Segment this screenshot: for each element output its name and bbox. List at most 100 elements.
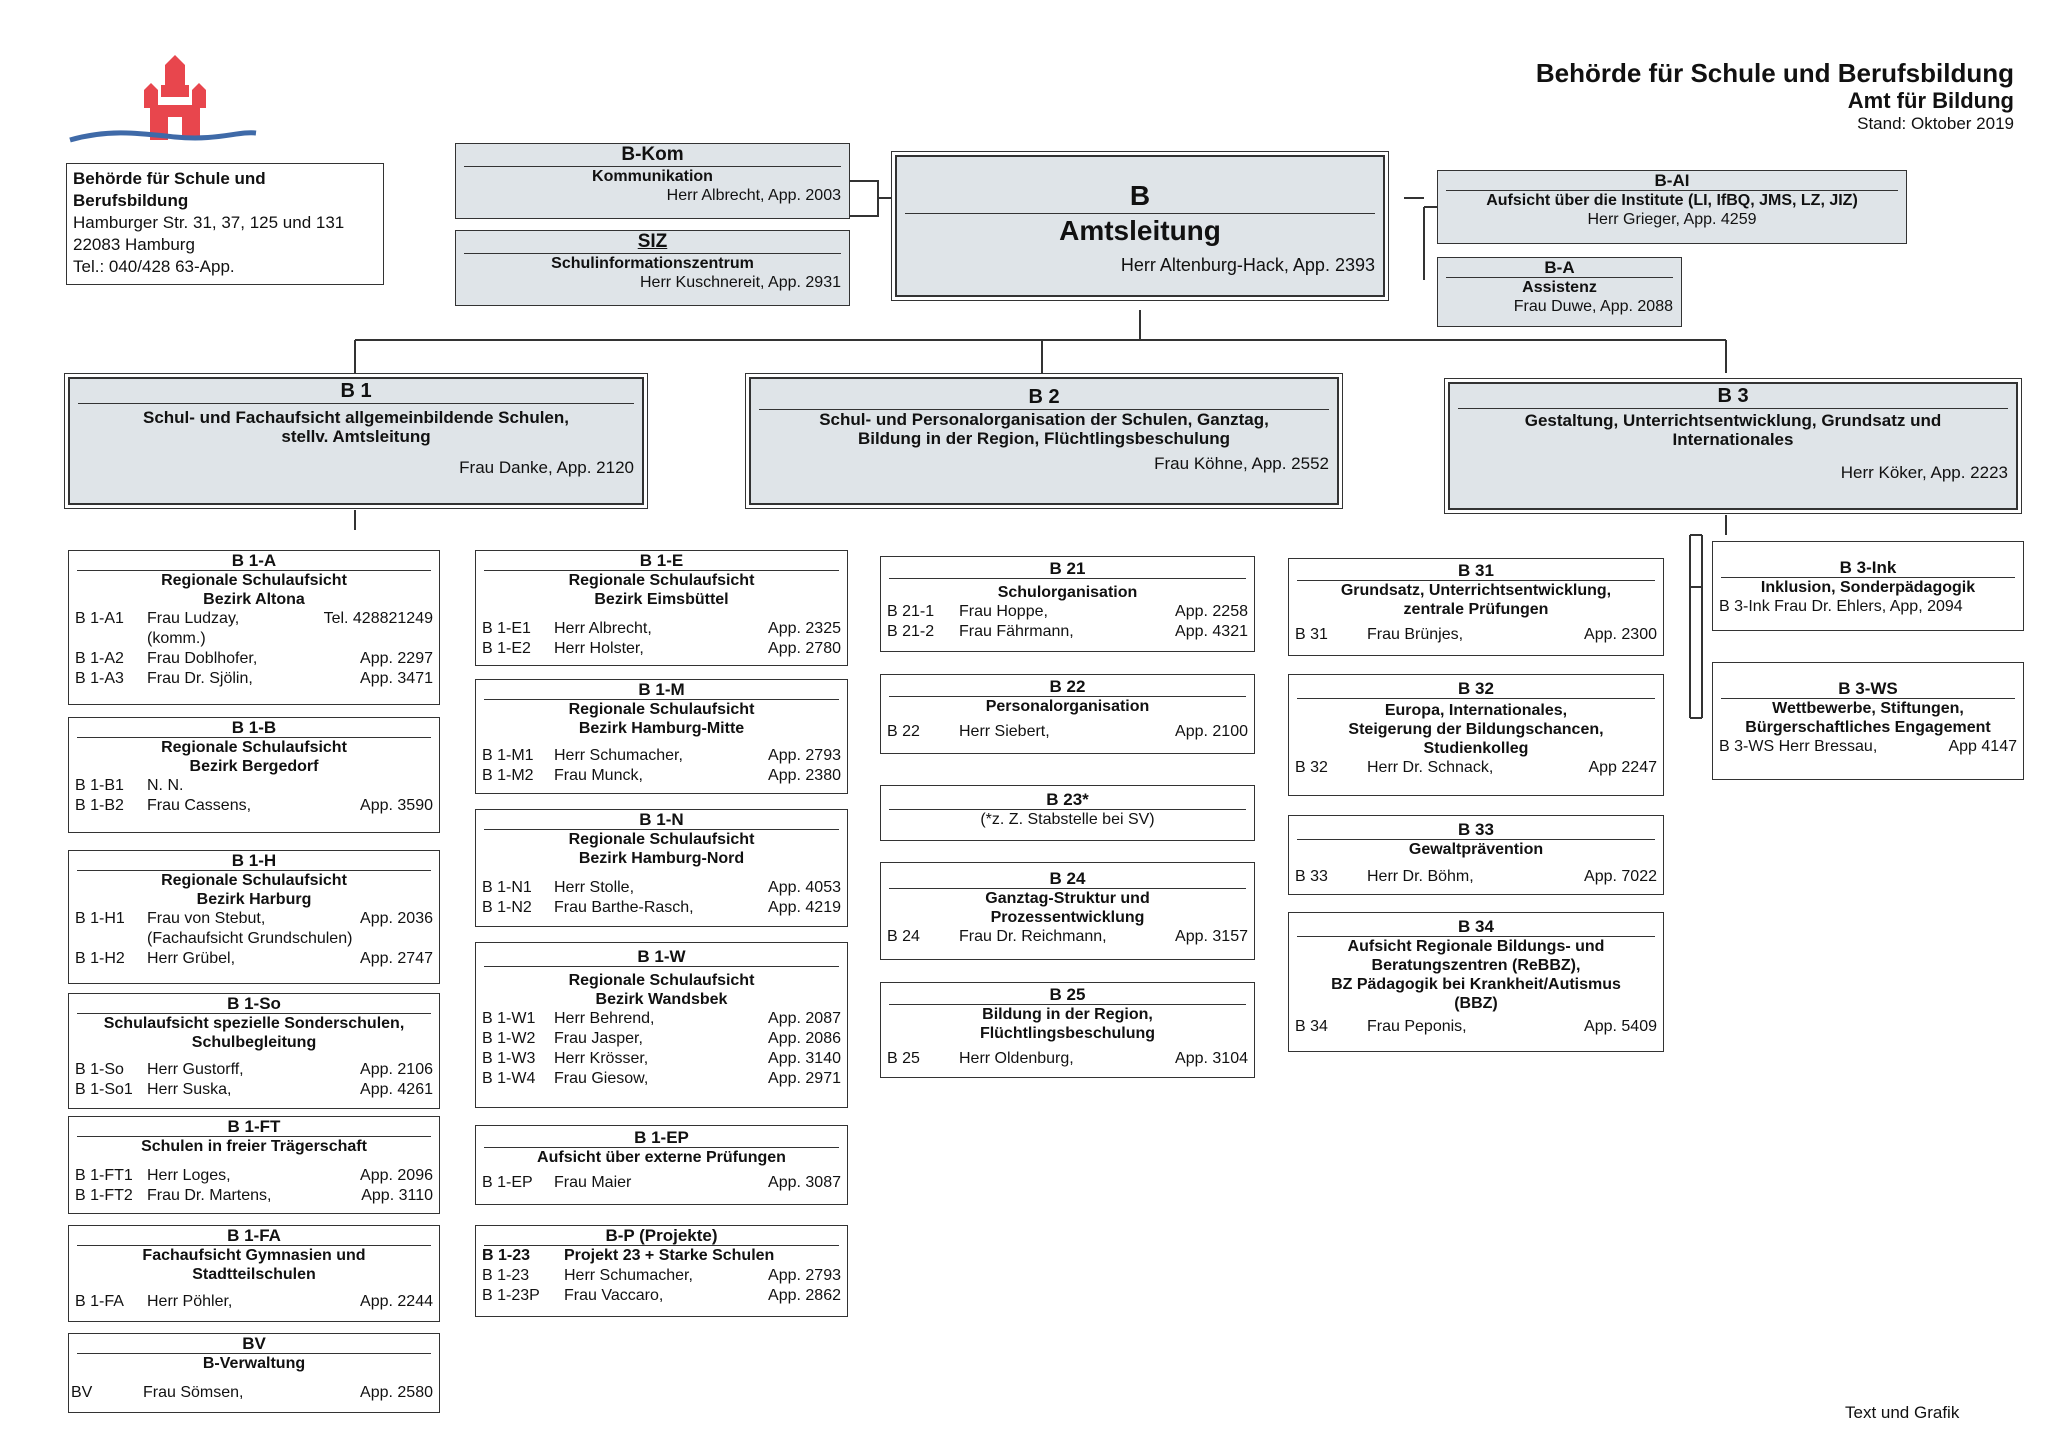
- unit-title: Assistenz: [1522, 279, 1597, 296]
- org-box-b1a: B 1-A Regionale Schulaufsicht Bezirk Alt…: [68, 550, 440, 705]
- unit-title: Bezirk Eimsbüttel: [594, 591, 729, 608]
- unit-title: Schul- und Personalorganisation der Schu…: [819, 410, 1269, 429]
- unit-title: Beratungszentren (ReBBZ),: [1371, 957, 1581, 974]
- org-box-b1ep: B 1-EP Aufsicht über externe Prüfungen B…: [475, 1125, 848, 1205]
- unit-person: Frau Danke, App. 2120: [459, 458, 634, 477]
- unit-title: Amtsleitung: [1059, 215, 1221, 246]
- org-box-b32: B 32 Europa, Internationales, Steigerung…: [1288, 674, 1664, 796]
- org-box-b1m: B 1-M Regionale Schulaufsicht Bezirk Ham…: [475, 679, 848, 794]
- unit-title: Stadtteilschulen: [192, 1266, 316, 1283]
- unit-title: Regionale Schulaufsicht: [568, 831, 755, 848]
- unit-title: Inklusion, Sonderpädagogik: [1760, 579, 1976, 596]
- org-box-b2: B 2 Schul- und Personalorganisation der …: [745, 373, 1343, 509]
- unit-title: (BBZ): [1454, 995, 1498, 1012]
- unit-title: Prozessentwicklung: [990, 909, 1145, 926]
- unit-code: B-A: [1544, 258, 1575, 277]
- org-box-siz: SIZ Schulinformationszentrum Herr Kuschn…: [455, 230, 850, 306]
- unit-person: Frau Köhne, App. 2552: [1154, 454, 1329, 473]
- address-line: Berufsbildung: [73, 191, 189, 210]
- unit-code: B-Kom: [621, 144, 684, 165]
- unit-code: B 25: [1049, 985, 1086, 1004]
- unit-title: Aufsicht Regionale Bildungs- und: [1347, 938, 1605, 955]
- unit-title: Bezirk Bergedorf: [189, 758, 319, 775]
- staff-row-note: (Fachaufsicht Grundschulen): [147, 930, 353, 947]
- unit-code: B 3: [1717, 385, 1749, 407]
- org-box-b1so: B 1-So Schulaufsicht spezielle Sondersch…: [68, 993, 440, 1109]
- staff-row-note: (komm.): [147, 630, 206, 647]
- unit-person: Herr Grieger, App. 4259: [1587, 211, 1757, 228]
- page-subtitle: Amt für Bildung: [1847, 88, 2014, 113]
- unit-title: Internationales: [1672, 430, 1794, 449]
- org-box-b: B Amtsleitung Herr Altenburg-Hack, App. …: [891, 151, 1389, 301]
- unit-title: Kommunikation: [592, 168, 713, 185]
- unit-code: B 22: [1049, 677, 1086, 696]
- unit-title: Regionale Schulaufsicht: [161, 872, 347, 889]
- unit-code: BV: [242, 1334, 266, 1353]
- unit-title: Grundsatz, Unterrichtsentwicklung,: [1340, 582, 1612, 599]
- org-box-b1h: B 1-H Regionale Schulaufsicht Bezirk Har…: [68, 850, 440, 984]
- unit-title: Schulorganisation: [997, 584, 1138, 601]
- unit-title: Aufsicht über externe Prüfungen: [537, 1149, 786, 1166]
- unit-title: (*z. Z. Stabstelle bei SV): [980, 811, 1155, 828]
- unit-code: B 31: [1458, 561, 1494, 580]
- unit-title: Regionale Schulaufsicht: [161, 572, 347, 589]
- address-line: Tel.: 040/428 63-App.: [73, 257, 235, 276]
- org-box-b1b: B 1-B Regionale Schulaufsicht Bezirk Ber…: [68, 717, 440, 833]
- unit-code: B 33: [1458, 820, 1494, 839]
- unit-code: B: [1129, 180, 1151, 211]
- unit-title: Bildung in der Region, Flüchtlingsbeschu…: [857, 429, 1231, 448]
- unit-title: Aufsicht über die Institute (LI, IfBQ, J…: [1486, 192, 1858, 209]
- unit-title: Bezirk Hamburg-Mitte: [578, 720, 745, 737]
- unit-code: B 1-B: [231, 718, 277, 737]
- unit-title: Flüchtlingsbeschulung: [979, 1025, 1156, 1042]
- org-box-ba: B-A Assistenz Frau Duwe, App. 2088: [1437, 257, 1682, 327]
- unit-title: Gestaltung, Unterrichtsentwicklung, Grun…: [1524, 411, 1942, 430]
- unit-code: B 1: [340, 380, 372, 402]
- unit-title: B-Verwaltung: [202, 1355, 306, 1372]
- unit-person: Frau Duwe, App. 2088: [1513, 298, 1673, 315]
- unit-title: Personalorganisation: [985, 698, 1150, 715]
- hamburg-logo: [68, 55, 258, 150]
- unit-code: B 1-N: [639, 810, 684, 829]
- org-box-b1fa: B 1-FA Fachaufsicht Gymnasien und Stadtt…: [68, 1225, 440, 1322]
- unit-title: Regionale Schulaufsicht: [568, 701, 755, 718]
- unit-person: Herr Altenburg-Hack, App. 2393: [1120, 255, 1375, 275]
- unit-title: Steigerung der Bildungschancen,: [1348, 721, 1604, 738]
- org-box-b1ft: B 1-FT Schulen in freier Trägerschaft B …: [68, 1116, 440, 1214]
- unit-code: B 1-E: [639, 551, 684, 570]
- unit-code: B 1-FT: [227, 1117, 281, 1136]
- org-box-b23: B 23* (*z. Z. Stabstelle bei SV): [880, 785, 1255, 841]
- unit-code: B-P (Projekte): [605, 1226, 718, 1245]
- footer-note: Text und Grafik: [1845, 1403, 1960, 1422]
- unit-code: B 2: [1028, 386, 1060, 408]
- address-line: 22083 Hamburg: [73, 235, 195, 254]
- unit-code: B 1-H: [231, 851, 277, 870]
- org-box-b24: B 24 Ganztag-Struktur und Prozessentwick…: [880, 862, 1255, 960]
- unit-title: Europa, Internationales,: [1384, 702, 1568, 719]
